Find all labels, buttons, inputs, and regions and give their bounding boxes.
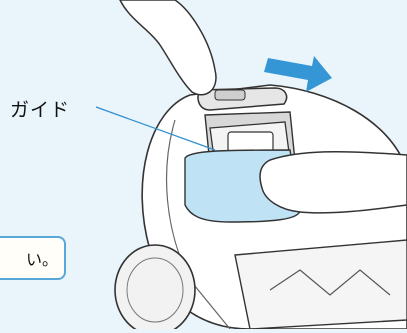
top-hand bbox=[120, 0, 216, 95]
lower-tray bbox=[235, 240, 407, 329]
guide-label: ガイド bbox=[10, 95, 70, 122]
instruction-note-text: い。 bbox=[26, 246, 58, 270]
instruction-note: い。 bbox=[0, 236, 66, 280]
side-hand bbox=[260, 152, 407, 213]
